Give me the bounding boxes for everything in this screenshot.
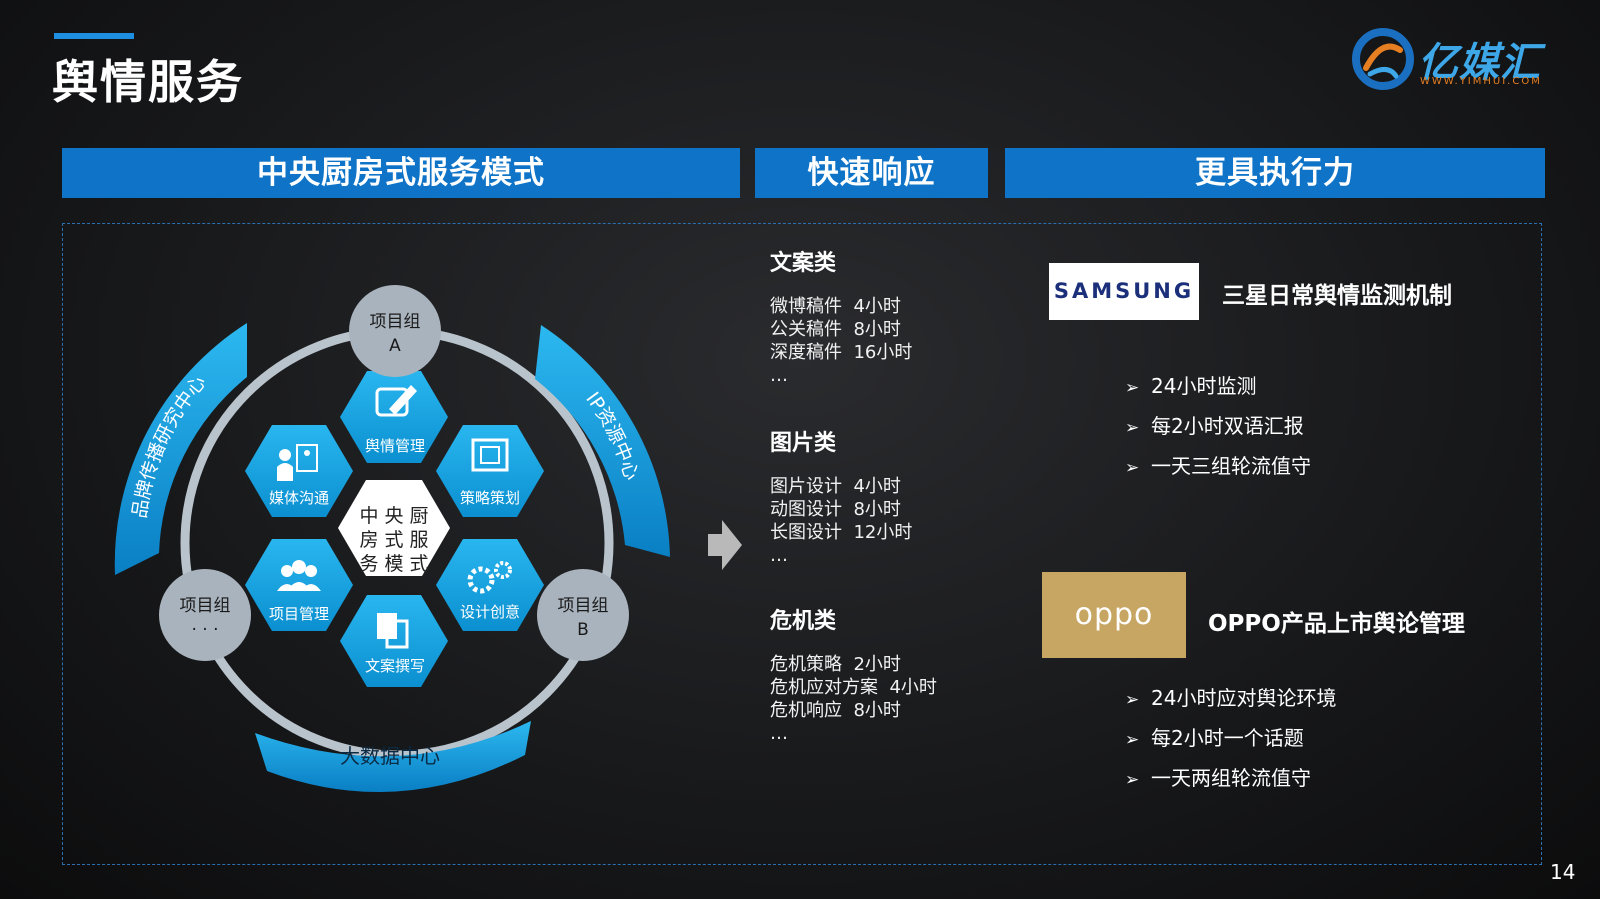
central-kitchen-diagram: 品牌传播研究中心 IP资源中心 大数据中心 舆情管理 策略策划 设计创意 (114, 285, 670, 793)
category-line: 微博稿件 4小时 (770, 296, 901, 317)
logo-url: WWW.YIMHUI.COM (1420, 76, 1542, 87)
category-line: 危机策略 2小时 (770, 654, 901, 675)
page-number: 14 (1550, 860, 1576, 884)
category-title: 图片类 (770, 431, 837, 456)
chevron-right-icon: ➢ (1125, 418, 1140, 438)
content-frame (62, 223, 1542, 865)
hex-label: 舆情管理 (365, 437, 425, 455)
hex-public-opinion: 舆情管理 (340, 371, 448, 463)
hex-design: 设计创意 (436, 539, 544, 631)
arc-bottom-label: 大数据中心 (340, 744, 440, 768)
group-label: A (389, 336, 401, 356)
gears-icon (467, 561, 512, 594)
group-a: 项目组 A (349, 285, 441, 377)
group-b: 项目组 B (537, 569, 629, 661)
bullet-item: ➢一天三组轮流值守 (1125, 446, 1311, 486)
team-icon (277, 560, 321, 591)
bullet-item: ➢每2小时双语汇报 (1125, 406, 1311, 446)
arc-bottom-band (255, 721, 531, 793)
chevron-right-icon: ➢ (1125, 378, 1140, 398)
group-label: 项目组 (370, 312, 421, 332)
samsung-logo: SAMSUNG (1049, 263, 1199, 320)
arc-left (114, 323, 247, 575)
chevron-right-icon: ➢ (1125, 730, 1140, 750)
arc-right (535, 325, 670, 557)
category-title: 危机类 (770, 609, 837, 634)
page-title: 舆情服务 (52, 55, 244, 109)
hex-project-management: 项目管理 (245, 539, 353, 631)
oppo-logo: oppo (1042, 572, 1186, 658)
right-arrow-icon (708, 520, 742, 570)
oppo-title: OPPO产品上市舆论管理 (1208, 611, 1465, 637)
bullet-item: ➢24小时监测 (1125, 366, 1311, 406)
samsung-title: 三星日常舆情监测机制 (1222, 283, 1452, 309)
category-line: … (770, 365, 788, 386)
category-line: … (770, 723, 788, 744)
category-line: 图片设计 4小时 (770, 476, 901, 497)
group-label: 项目组 (558, 596, 609, 616)
group-more: 项目组 · · · (159, 569, 251, 661)
category-copy: 文案类 微博稿件 4小时 公关稿件 8小时 深度稿件 16小时 … (770, 245, 912, 387)
presenter-icon (277, 444, 318, 481)
center-line: 中 央 厨 (359, 505, 428, 527)
category-line: 动图设计 8小时 (770, 499, 901, 520)
logo-name: 亿媒汇 (1418, 40, 1541, 86)
category-line: 深度稿件 16小时 (770, 342, 913, 363)
hex-label: 文案撰写 (365, 657, 425, 675)
center-line: 务 模 式 (359, 553, 428, 575)
center-line: 房 式 服 (359, 529, 428, 551)
header-execution: 更具执行力 (1005, 148, 1545, 198)
title-accent-bar (54, 33, 134, 39)
documents-icon (377, 613, 409, 649)
category-line: 长图设计 12小时 (770, 522, 913, 543)
edit-icon (375, 385, 417, 417)
hex-label: 媒体沟通 (269, 489, 329, 507)
category-title: 文案类 (770, 251, 837, 276)
category-line: 危机响应 8小时 (770, 700, 901, 721)
logo-swirl-icon (1352, 28, 1414, 90)
hex-label: 策略策划 (460, 489, 520, 507)
group-label: B (577, 620, 589, 640)
chevron-right-icon: ➢ (1125, 458, 1140, 478)
company-logo: 亿媒汇 WWW.YIMHUI.COM (1352, 28, 1552, 94)
hex-label: 项目管理 (269, 605, 329, 623)
header-central-kitchen: 中央厨房式服务模式 (62, 148, 740, 198)
bullet-item: ➢每2小时一个话题 (1125, 718, 1336, 758)
hex-center: 中 央 厨 房 式 服 务 模 式 (338, 480, 450, 576)
samsung-bullets: ➢24小时监测 ➢每2小时双语汇报 ➢一天三组轮流值守 (1125, 366, 1311, 486)
header-fast-response: 快速响应 (755, 148, 988, 198)
bullet-item: ➢24小时应对舆论环境 (1125, 678, 1336, 718)
category-line: … (770, 545, 788, 566)
oppo-bullets: ➢24小时应对舆论环境 ➢每2小时一个话题 ➢一天两组轮流值守 (1125, 678, 1336, 798)
chevron-right-icon: ➢ (1125, 770, 1140, 790)
category-crisis: 危机类 危机策略 2小时 危机应对方案 4小时 危机响应 8小时 … (770, 603, 937, 745)
chevron-right-icon: ➢ (1125, 690, 1140, 710)
bullet-item: ➢一天两组轮流值守 (1125, 758, 1336, 798)
category-image: 图片类 图片设计 4小时 动图设计 8小时 长图设计 12小时 … (770, 425, 912, 567)
hex-label: 设计创意 (460, 603, 520, 621)
hex-strategy: 策略策划 (436, 425, 544, 517)
category-line: 公关稿件 8小时 (770, 319, 901, 340)
group-label: 项目组 (180, 596, 231, 616)
group-label: · · · (191, 620, 218, 640)
frame-icon (471, 438, 509, 472)
hex-media: 媒体沟通 (245, 425, 353, 517)
hex-copywriting: 文案撰写 (340, 595, 448, 687)
category-line: 危机应对方案 4小时 (770, 677, 937, 698)
